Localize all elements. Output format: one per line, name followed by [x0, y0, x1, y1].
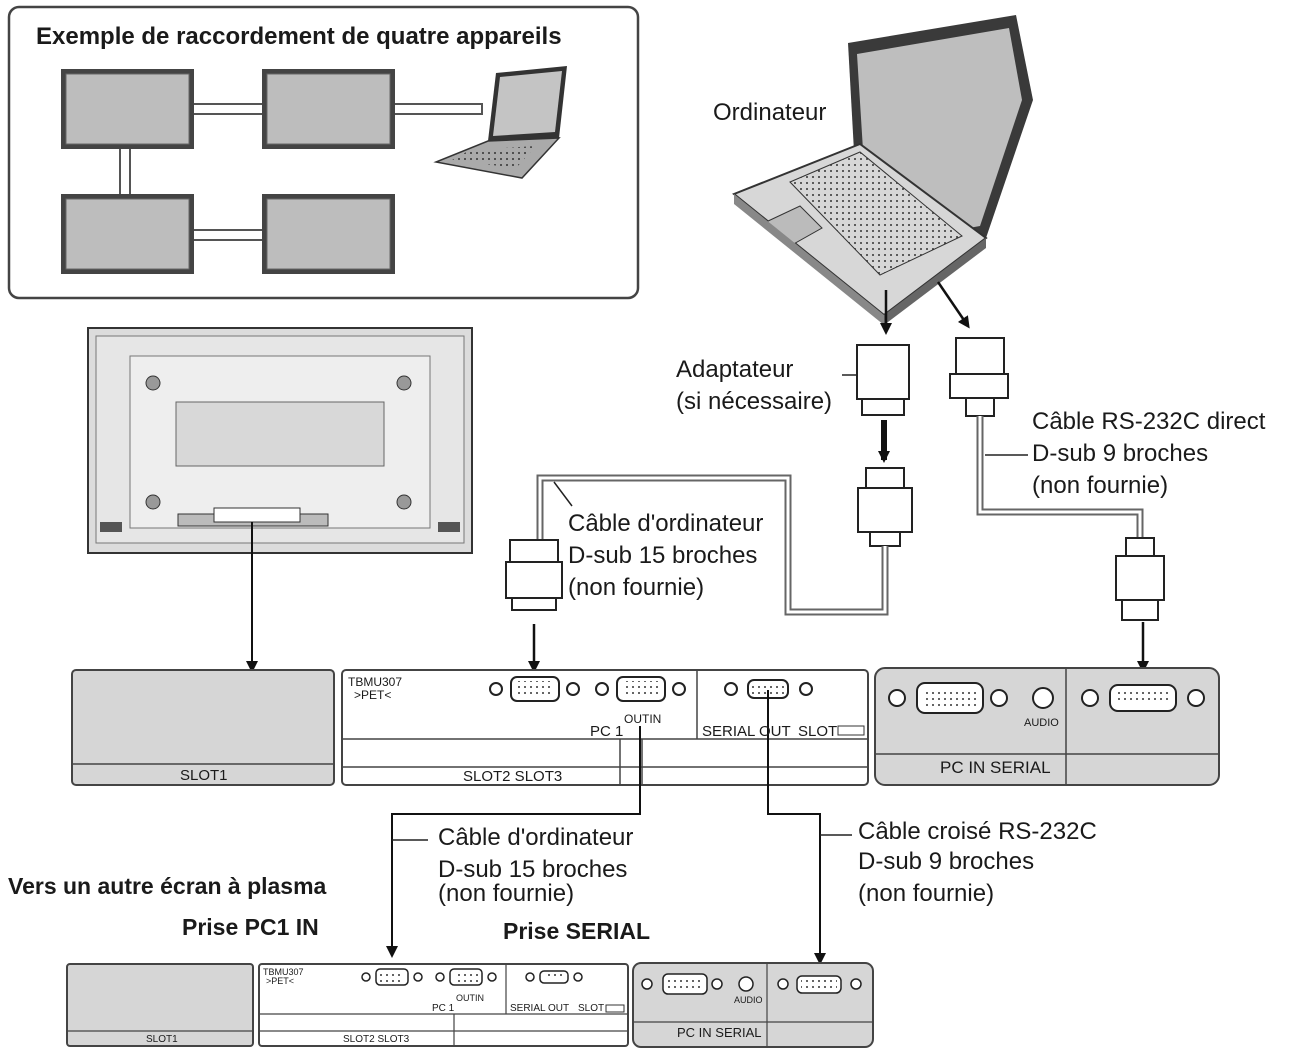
plasma-display-rear — [87, 327, 473, 554]
cross-cable-note: (non fournie) — [858, 880, 995, 907]
out-in-label: OUTIN — [624, 712, 662, 726]
model-number-small: TBMU307 — [263, 967, 304, 977]
slot-label: SLOT — [798, 723, 838, 740]
slot1-label-small: SLOT1 — [146, 1034, 178, 1045]
pc-cable-top-note: (non fournie) — [568, 574, 705, 601]
audio-label: AUDIO — [1024, 717, 1059, 729]
slot-label-small: SLOT — [578, 1003, 605, 1014]
adapter-label: Adaptateur — [676, 356, 794, 383]
pc1-in-jack-label: Prise PC1 IN — [182, 914, 319, 940]
laptop-serial-arrow — [936, 281, 970, 329]
adapter-connector — [842, 344, 910, 416]
inset-plasma-screen — [61, 194, 194, 274]
db15-plug-display — [505, 539, 563, 611]
computer-label: Ordinateur — [713, 99, 827, 126]
inset-example-box — [7, 5, 640, 300]
serial-out-label-small: SERIAL OUT — [510, 1003, 570, 1014]
pc-in-serial-label: PC IN SERIAL — [940, 758, 1051, 777]
inset-plasma-screen — [262, 194, 395, 274]
computer-laptop — [732, 15, 1033, 325]
out-in-label-small: OUTIN — [456, 993, 484, 1003]
terminal-board-bottom — [66, 962, 874, 1048]
serial-out-label: SERIAL OUT — [702, 723, 791, 740]
serial-jack-label: Prise SERIAL — [503, 918, 650, 944]
slot2-slot3-label-small: SLOT2 SLOT3 — [343, 1034, 410, 1045]
pc1-label-small: PC 1 — [432, 1003, 455, 1014]
model-material: >PET< — [354, 688, 392, 702]
inset-plasma-screen — [262, 69, 395, 149]
adapter-note: (si nécessaire) — [676, 388, 833, 415]
rs232-direct-type: D-sub 9 broches — [1032, 440, 1209, 467]
pc1-label: PC 1 — [590, 723, 624, 740]
rs232-direct-title: Câble RS-232C direct — [1032, 408, 1266, 435]
pc-cable-bottom-note: (non fournie) — [438, 880, 575, 907]
serial-out-line — [767, 690, 826, 965]
inset-title: Exemple de raccordement de quatre appare… — [36, 23, 562, 50]
other-display-label: Vers un autre écran à plasma — [8, 873, 327, 899]
pc-cable-top-title: Câble d'ordinateur — [568, 510, 764, 537]
pc-in-serial-label-small: PC IN SERIAL — [677, 1025, 762, 1040]
cross-cable-type: D-sub 9 broches — [858, 848, 1035, 875]
db9-plug-display — [1115, 537, 1165, 621]
model-material-small: >PET< — [266, 976, 295, 986]
model-number: TBMU307 — [348, 675, 403, 689]
audio-label-small: AUDIO — [734, 995, 763, 1005]
slot1-label: SLOT1 — [180, 767, 228, 784]
terminal-board-top — [71, 667, 1220, 786]
rs232-direct-note: (non fournie) — [1032, 472, 1169, 499]
pc-cable-top-type: D-sub 15 broches — [568, 542, 758, 569]
pc-cable-bottom-type: D-sub 15 broches — [438, 856, 628, 883]
pc-out-line — [386, 726, 641, 958]
slot2-slot3-label: SLOT2 SLOT3 — [463, 768, 563, 785]
inset-plasma-screen — [61, 69, 194, 149]
inset-laptop-icon — [433, 66, 567, 179]
pc-cable-bottom-title: Câble d'ordinateur — [438, 824, 634, 851]
db15-plug-computer — [857, 467, 913, 547]
db9-plug-computer — [949, 337, 1009, 417]
cross-cable-title: Câble croisé RS-232C — [858, 818, 1097, 845]
